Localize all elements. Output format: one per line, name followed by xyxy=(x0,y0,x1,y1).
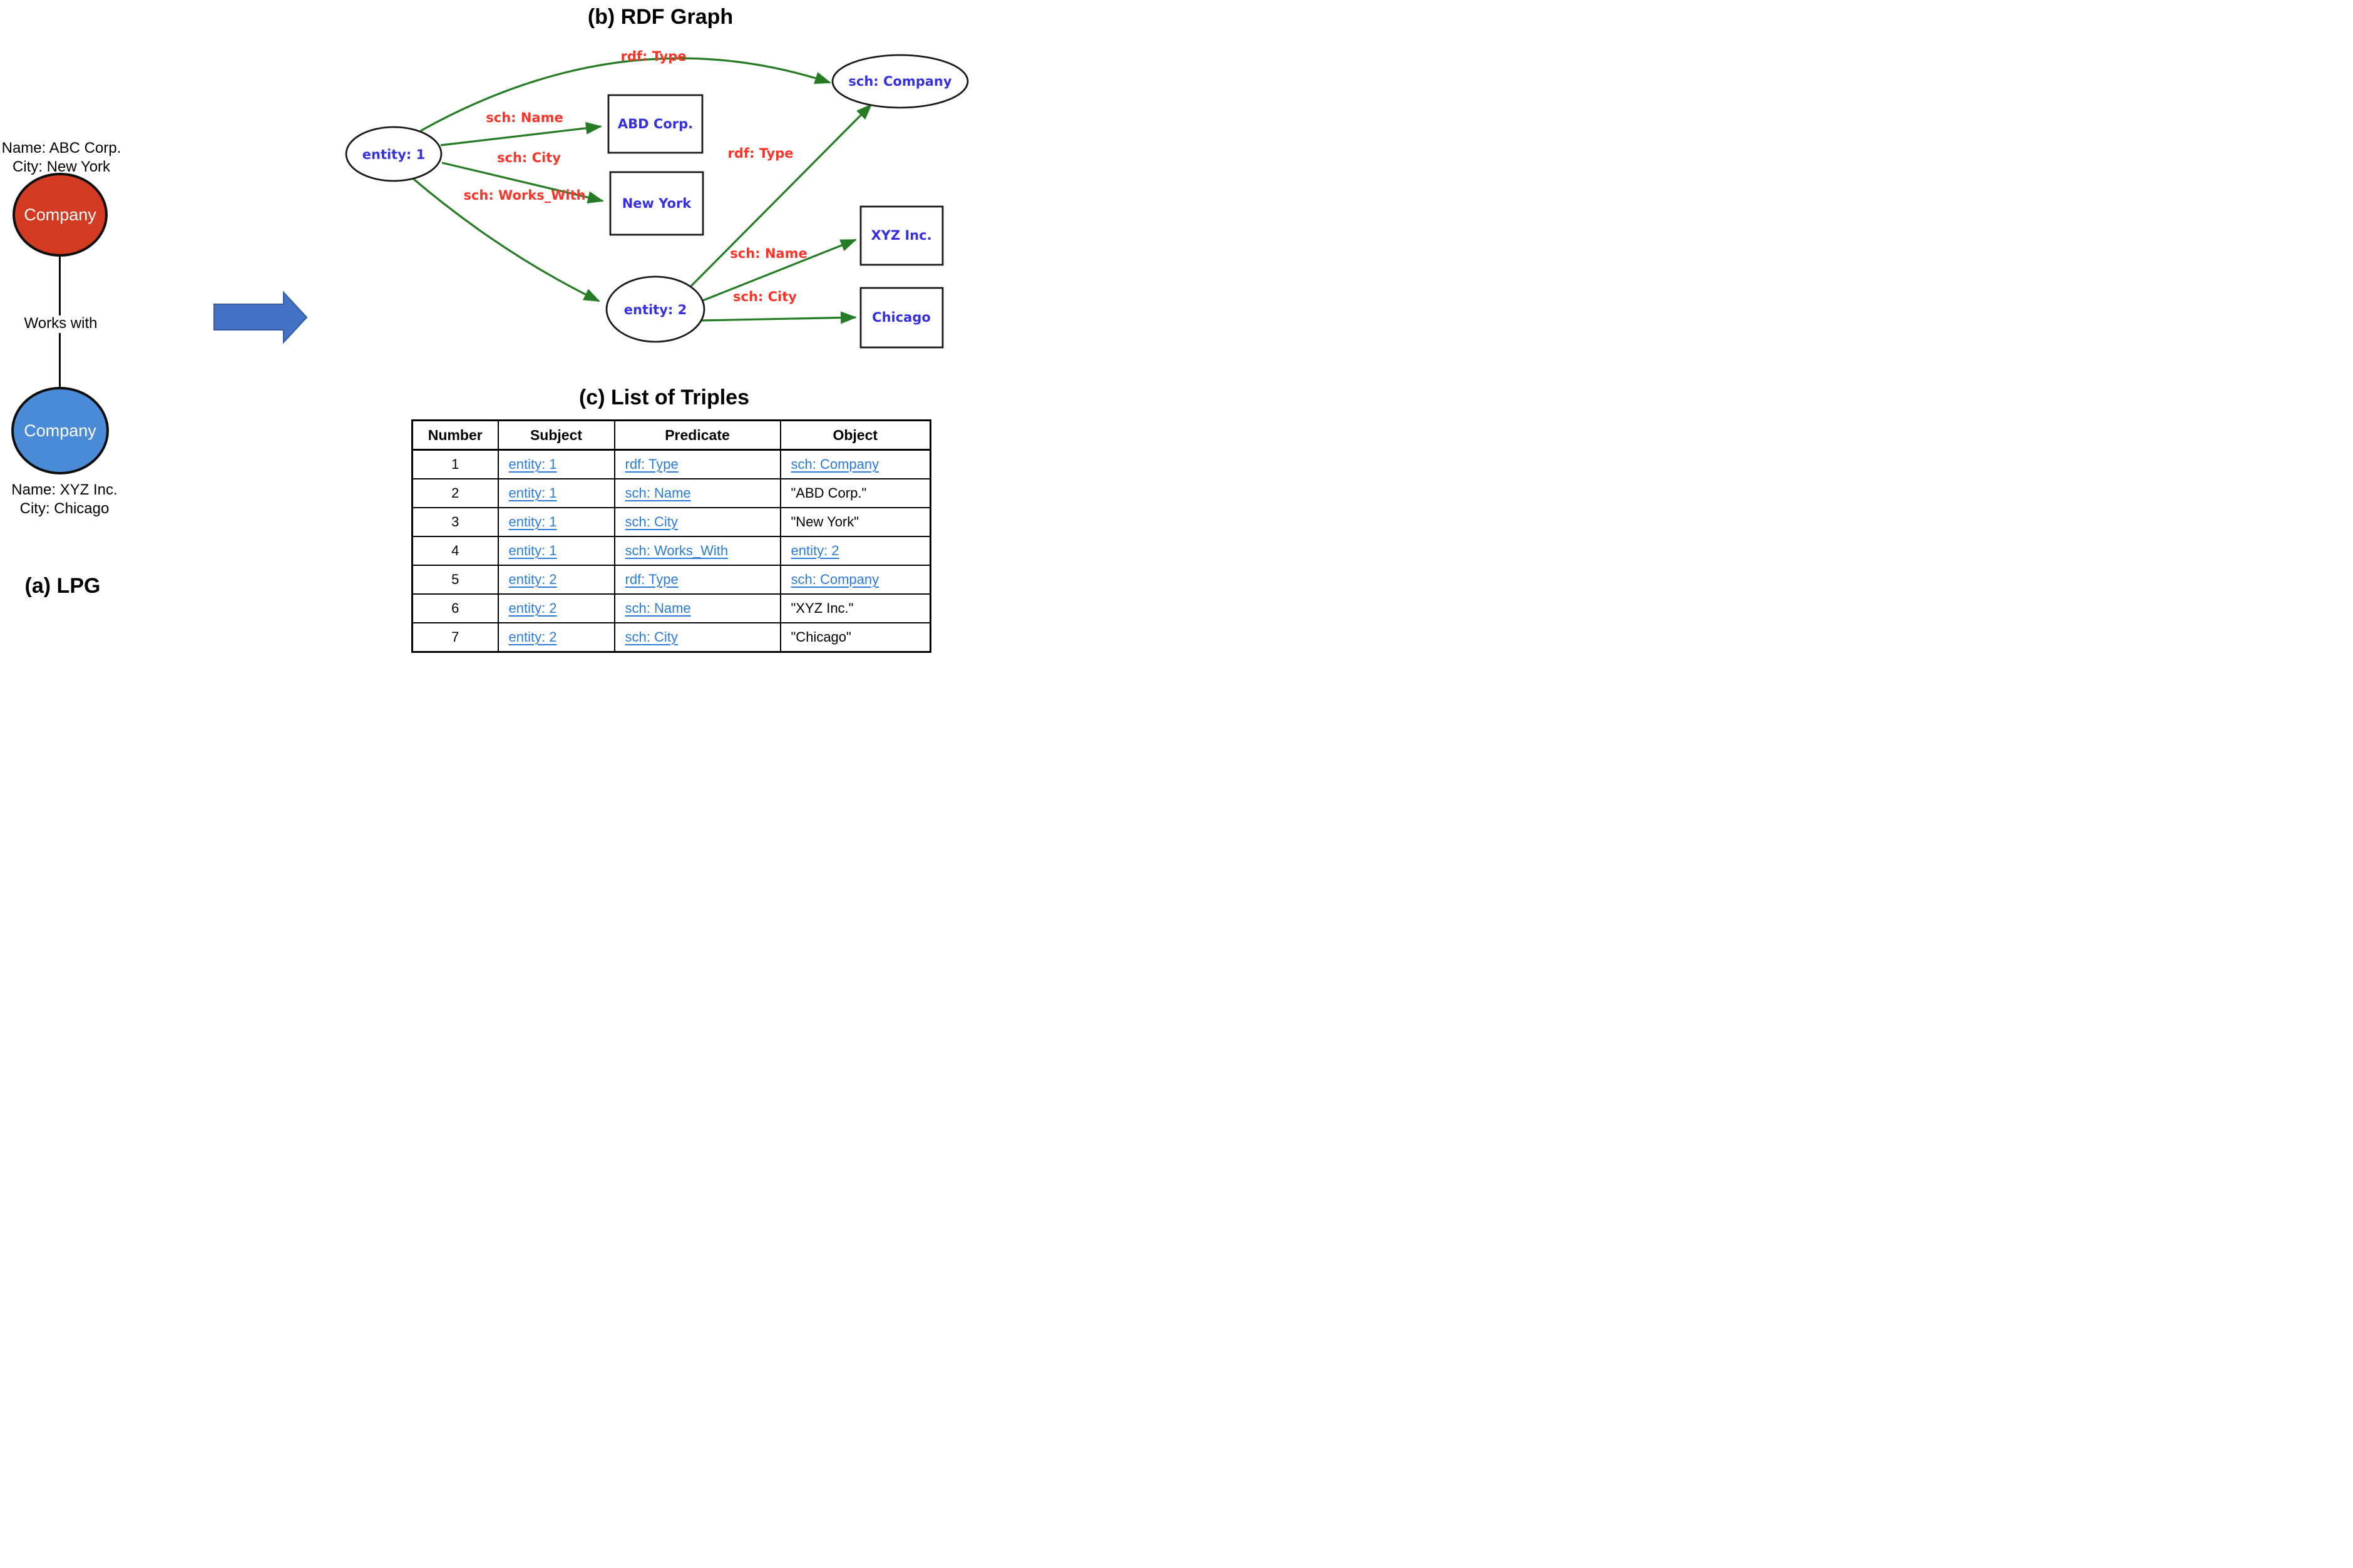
object-literal: "Chicago" xyxy=(791,629,851,645)
predicate-link[interactable]: sch: Works_With xyxy=(625,543,729,558)
edge-entity1-schcity-newyork xyxy=(441,161,604,204)
subject-link[interactable]: entity: 2 xyxy=(508,600,557,616)
edge-entity1-workswith-entity2 xyxy=(409,175,600,302)
node-new-york xyxy=(609,171,704,236)
predicate-link[interactable]: sch: City xyxy=(625,514,678,530)
node-sch-company xyxy=(831,54,969,109)
lpg-node1-label: Company xyxy=(24,205,96,224)
table-row: 6 entity: 2 sch: Name "XYZ Inc." xyxy=(411,593,931,623)
edge-entity2-schcity-chicago xyxy=(701,311,857,324)
object-link[interactable]: entity: 2 xyxy=(791,543,839,558)
subject-link[interactable]: entity: 1 xyxy=(508,456,557,472)
edge-entity1-schname-abd xyxy=(440,121,602,146)
node-sch-company-label: sch: Company xyxy=(848,74,951,89)
lpg-node2-label: Company xyxy=(24,421,96,440)
object-link[interactable]: sch: Company xyxy=(791,571,879,587)
node-entity-2 xyxy=(605,275,705,343)
lpg-edge-line-top xyxy=(59,257,61,315)
predicate-link[interactable]: sch: Name xyxy=(625,600,691,616)
triple-number: 5 xyxy=(411,565,499,595)
column-header-subject: Subject xyxy=(497,419,615,451)
triples-table: Number Subject Predicate Object 1 entity… xyxy=(411,419,931,653)
node-abd-corp xyxy=(607,94,704,154)
table-row: 5 entity: 2 rdf: Type sch: Company xyxy=(411,565,931,595)
table-row: 1 entity: 1 rdf: Type sch: Company xyxy=(411,449,931,479)
figure-canvas: Name: ABC Corp. City: New York Company W… xyxy=(0,0,980,653)
triples-table-container: Number Subject Predicate Object 1 entity… xyxy=(411,419,931,653)
subject-link[interactable]: entity: 1 xyxy=(508,485,557,501)
node-chicago-label: Chicago xyxy=(872,310,931,325)
lpg-node2-properties: Name: XYZ Inc. City: Chicago xyxy=(0,481,129,518)
subject-link[interactable]: entity: 2 xyxy=(508,629,557,645)
edge-label-sch-name-2: sch: Name xyxy=(730,246,807,261)
object-literal: "ABD Corp." xyxy=(791,485,867,501)
predicate-link[interactable]: rdf: Type xyxy=(625,456,679,472)
node-entity-1-label: entity: 1 xyxy=(362,147,425,162)
edge-label-sch-works-with: sch: Works_With xyxy=(463,188,585,203)
column-header-predicate: Predicate xyxy=(613,419,781,451)
lpg-node1-properties: Name: ABC Corp. City: New York xyxy=(0,139,123,177)
column-header-number: Number xyxy=(411,419,499,451)
edge-entity2-schname-xyz xyxy=(702,238,857,302)
triple-number: 6 xyxy=(411,593,499,623)
triple-number: 3 xyxy=(411,507,499,537)
triple-number: 2 xyxy=(411,478,499,508)
subject-link[interactable]: entity: 1 xyxy=(508,543,557,558)
object-literal: "New York" xyxy=(791,514,859,530)
caption-lpg: (a) LPG xyxy=(24,574,101,598)
subject-link[interactable]: entity: 2 xyxy=(508,571,557,587)
node-new-york-label: New York xyxy=(622,196,692,211)
node-entity-1 xyxy=(345,126,443,182)
predicate-link[interactable]: rdf: Type xyxy=(625,571,679,587)
object-link[interactable]: sch: Company xyxy=(791,456,879,472)
edge-label-sch-name-1: sch: Name xyxy=(486,110,563,125)
triple-number: 4 xyxy=(411,536,499,566)
lpg-node1-prop-name: Name: ABC Corp. xyxy=(1,140,121,156)
column-header-object: Object xyxy=(779,419,931,451)
edge-label-rdf-type-2: rdf: Type xyxy=(727,146,793,161)
lpg-node-company-2: Company xyxy=(11,387,109,474)
table-row: 2 entity: 1 sch: Name "ABD Corp." xyxy=(411,478,931,508)
lpg-edge-line-bottom xyxy=(59,333,61,387)
triple-number: 7 xyxy=(411,622,499,653)
caption-list-of-triples: (c) List of Triples xyxy=(578,386,750,409)
edge-entity2-rdftype-company xyxy=(690,103,873,287)
edge-label-sch-city-1: sch: City xyxy=(497,150,561,165)
edge-label-rdf-type-1: rdf: Type xyxy=(620,49,686,64)
node-abd-corp-label: ABD Corp. xyxy=(618,116,693,131)
rdf-graph-svg: rdf: Type sch: Name sch: City sch: Works… xyxy=(213,49,969,349)
node-chicago xyxy=(859,287,944,349)
lpg-node1-prop-city: City: New York xyxy=(12,158,111,175)
lpg-node2-prop-name: Name: XYZ Inc. xyxy=(11,481,118,498)
object-literal: "XYZ Inc." xyxy=(791,600,854,616)
transform-arrow-icon xyxy=(213,290,308,344)
table-header-row: Number Subject Predicate Object xyxy=(411,419,931,451)
predicate-link[interactable]: sch: City xyxy=(625,629,678,645)
lpg-node2-prop-city: City: Chicago xyxy=(19,500,110,517)
triple-number: 1 xyxy=(411,449,499,479)
node-entity-2-label: entity: 2 xyxy=(624,302,687,317)
caption-rdf-graph: (b) RDF Graph xyxy=(587,5,734,29)
edge-entity1-rdftype-company xyxy=(420,57,831,132)
predicate-link[interactable]: sch: Name xyxy=(625,485,691,501)
node-xyz-inc xyxy=(859,205,944,266)
lpg-edge-label: Works with xyxy=(24,315,98,332)
table-row: 3 entity: 1 sch: City "New York" xyxy=(411,507,931,537)
edge-label-sch-city-2: sch: City xyxy=(733,289,797,304)
node-xyz-inc-label: XYZ Inc. xyxy=(871,228,931,243)
subject-link[interactable]: entity: 1 xyxy=(508,514,557,530)
table-row: 4 entity: 1 sch: Works_With entity: 2 xyxy=(411,536,931,566)
lpg-node-company-1: Company xyxy=(13,173,108,257)
table-row: 7 entity: 2 sch: City "Chicago" xyxy=(411,622,931,653)
